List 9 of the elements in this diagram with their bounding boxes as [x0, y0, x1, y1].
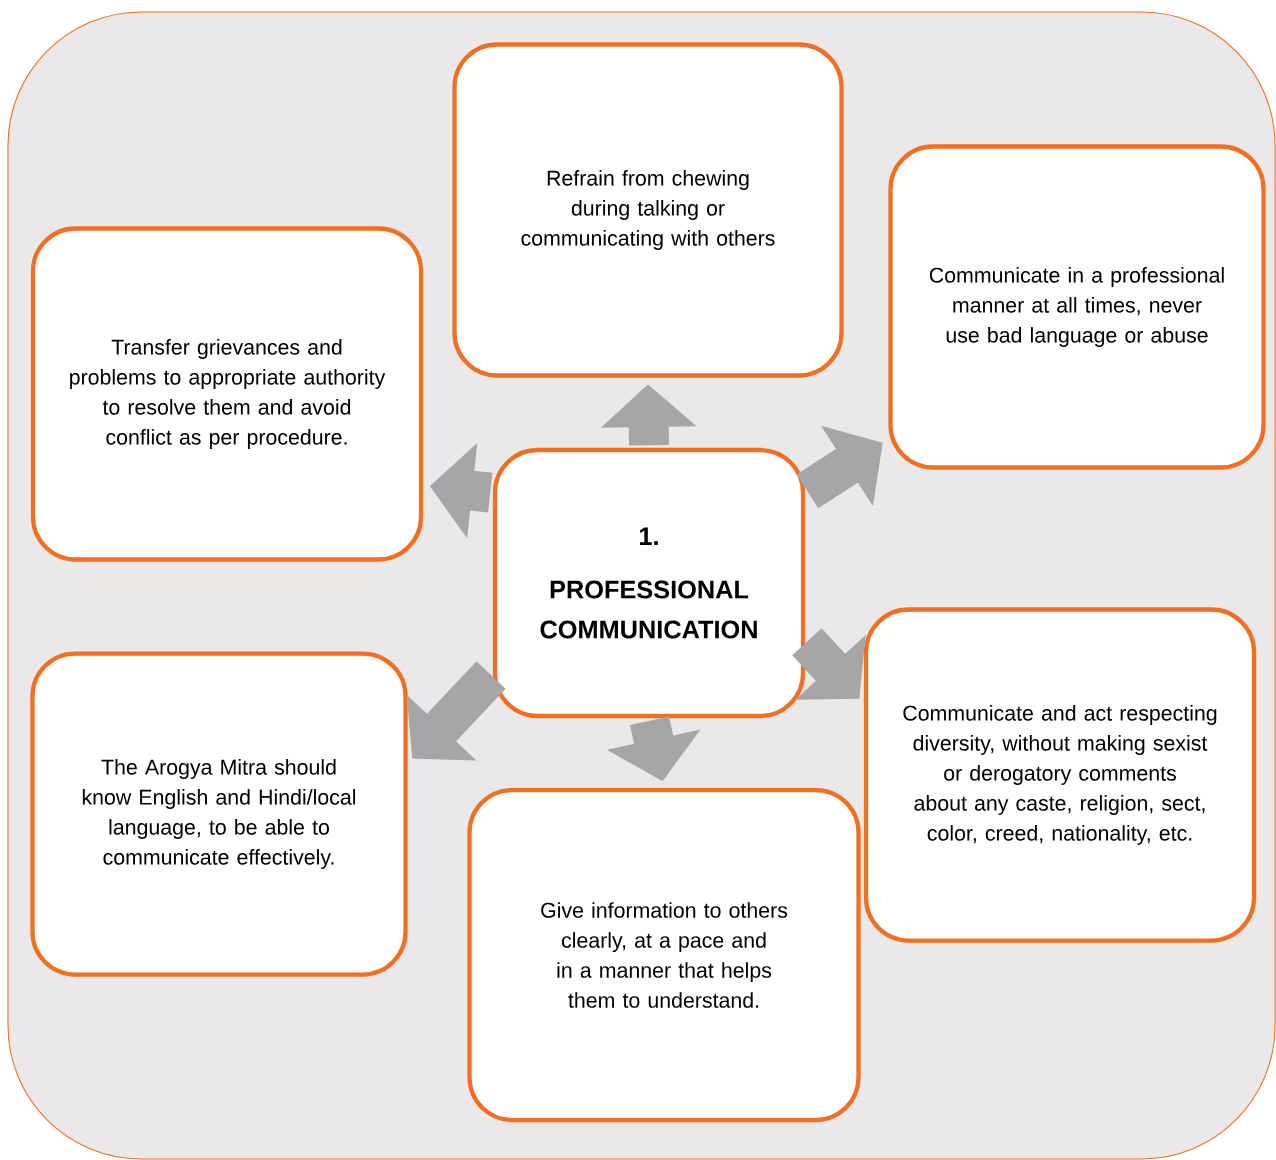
- text-box: Communicate and act respecting diversity, without making sexist or derogatory comments about any caste, religion, sect, color, creed, nationality, etc.: [863, 607, 1257, 943]
- text-box: Transfer grievances and problems to appropriate authority to resolve them and avoid conflict as per procedure.: [30, 226, 424, 562]
- text-box: Refrain from chewing during talking or communicating with others: [452, 42, 844, 378]
- text-box: The Arogya Mitra should know English and Hindi/local language, to be able to communicate effectively.: [30, 651, 408, 977]
- text-box: Communicate in a professional manner at all times, never use bad language or abuse: [888, 144, 1266, 470]
- text-box: 1. PROFESSIONAL COMMUNICATION: [492, 447, 806, 719]
- block-arrow: [792, 628, 866, 700]
- block-arrow: [796, 425, 883, 509]
- text-box: Give information to others clearly, at a pace and in a manner that helps them to understand.: [467, 787, 861, 1123]
